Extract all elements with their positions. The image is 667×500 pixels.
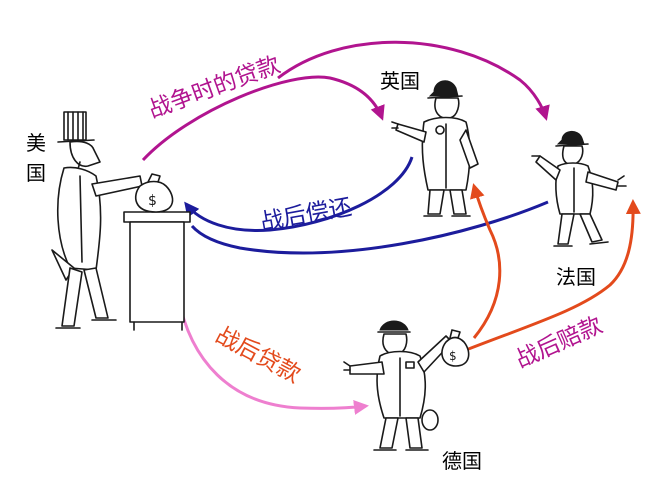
postwar-loans-label: 战后贷款 [211,322,304,388]
repayment-label: 战后偿还 [259,194,354,236]
repayment-arrow-from-uk [184,156,414,232]
country-label-usa-1: 美 [26,131,46,155]
money-bag-icon: $ [134,173,174,213]
war-loan-arrow-to-france [277,40,550,121]
money-bag-icon-germany: $ [441,329,470,367]
germany-figure [343,320,453,451]
usa-figure [51,111,191,331]
postwar-loan-arrow-to-germany [176,295,369,415]
reparation-arrow-to-france [465,199,641,352]
country-label-germany: 德国 [442,449,482,473]
uk-figure [391,80,479,217]
war-loan-arrow-to-uk [141,75,385,162]
france-figure [531,131,627,247]
country-label-france: 法国 [556,265,596,289]
repayment-arrow-from-france [190,200,549,255]
reparations-label: 战后赔款 [512,312,607,373]
reparation-arrow-to-uk [470,183,502,339]
country-label-usa-2: 国 [26,161,46,185]
country-label-uk: 英国 [380,69,420,93]
svg-text:$: $ [449,349,457,363]
svg-text:$: $ [148,193,157,209]
